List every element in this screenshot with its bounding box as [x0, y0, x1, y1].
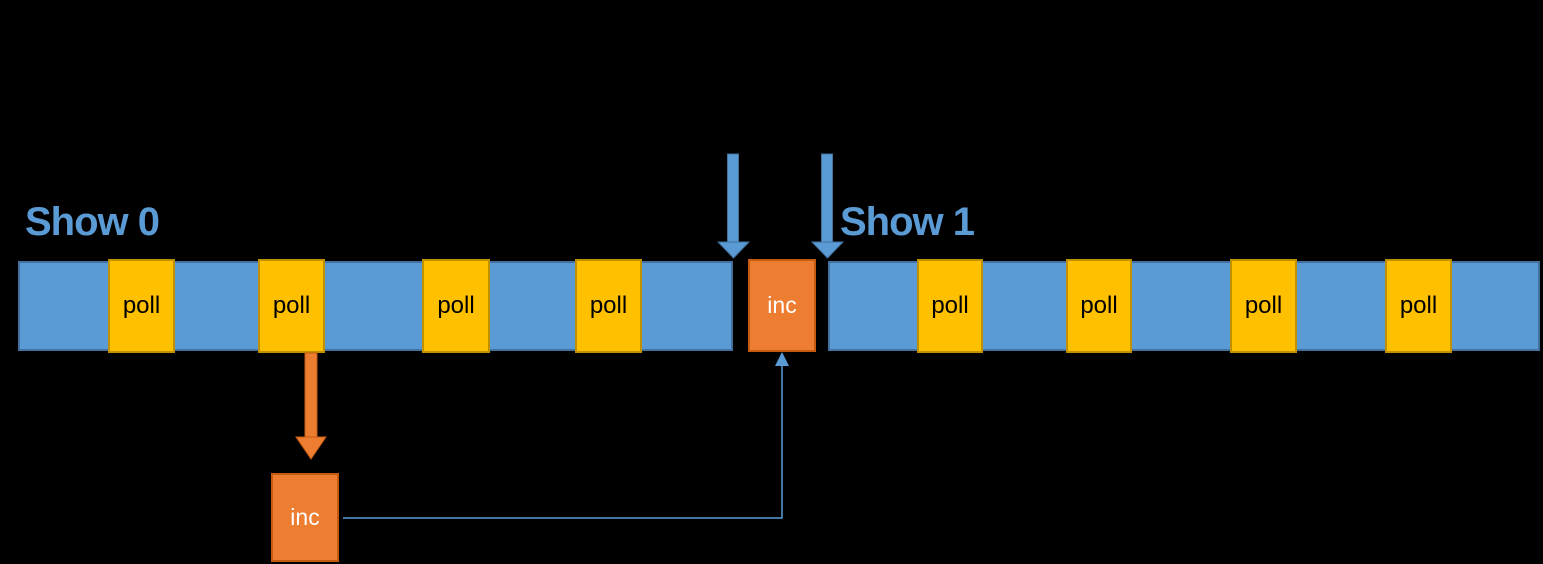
- poll-block: poll: [1385, 259, 1452, 353]
- poll-block: poll: [258, 259, 325, 353]
- poll-block: poll: [1066, 259, 1132, 353]
- poll-block: poll: [422, 259, 490, 353]
- show0-label: Show 0: [25, 200, 160, 244]
- show1-start-arrow-icon: [810, 153, 845, 259]
- inc-merge-connector-arrow-icon: [343, 352, 789, 519]
- poll-block: poll: [575, 259, 642, 353]
- inc-block-detached: inc: [271, 473, 339, 562]
- poll-block: poll: [108, 259, 175, 353]
- inc-block-timeline: inc: [748, 259, 816, 352]
- show1-label: Show 1: [840, 200, 975, 244]
- poll-block: poll: [1230, 259, 1297, 353]
- show0-end-arrow-icon: [716, 153, 751, 259]
- poll-block: poll: [917, 259, 983, 353]
- poll-to-inc-arrow-icon: [295, 352, 327, 460]
